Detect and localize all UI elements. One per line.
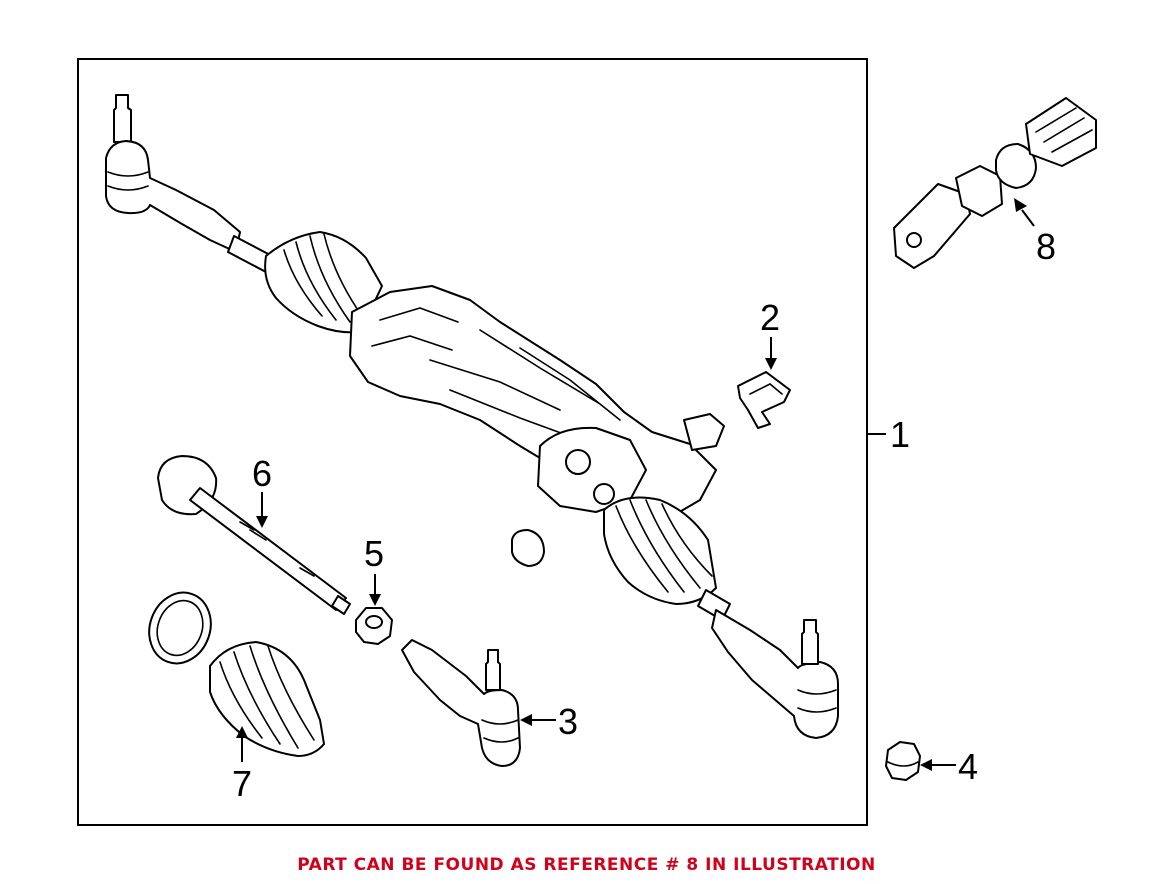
part-3-tie-rod-end [401,639,521,767]
callout-2: 2 [760,297,780,338]
callout-5: 5 [364,533,384,574]
part-7-boot-kit [148,591,325,757]
reference-note: PART CAN BE FOUND AS REFERENCE # 8 IN IL… [297,855,876,875]
part-5-nut [355,607,393,645]
callout-6: 6 [252,453,272,494]
part-2-clip [737,371,791,429]
steering-gear-assembly [105,94,839,739]
callout-8: 8 [1036,226,1056,267]
part-4-nut [885,741,921,781]
callout-4: 4 [958,746,978,787]
part-8-intermediate-shaft [893,97,1097,269]
part-6-inner-tie-rod [157,455,351,615]
assembly-frame [77,58,868,826]
callout-1: 1 [890,414,910,455]
leaders [236,198,1035,771]
callout-3: 3 [558,701,578,742]
callout-7: 7 [232,763,252,804]
